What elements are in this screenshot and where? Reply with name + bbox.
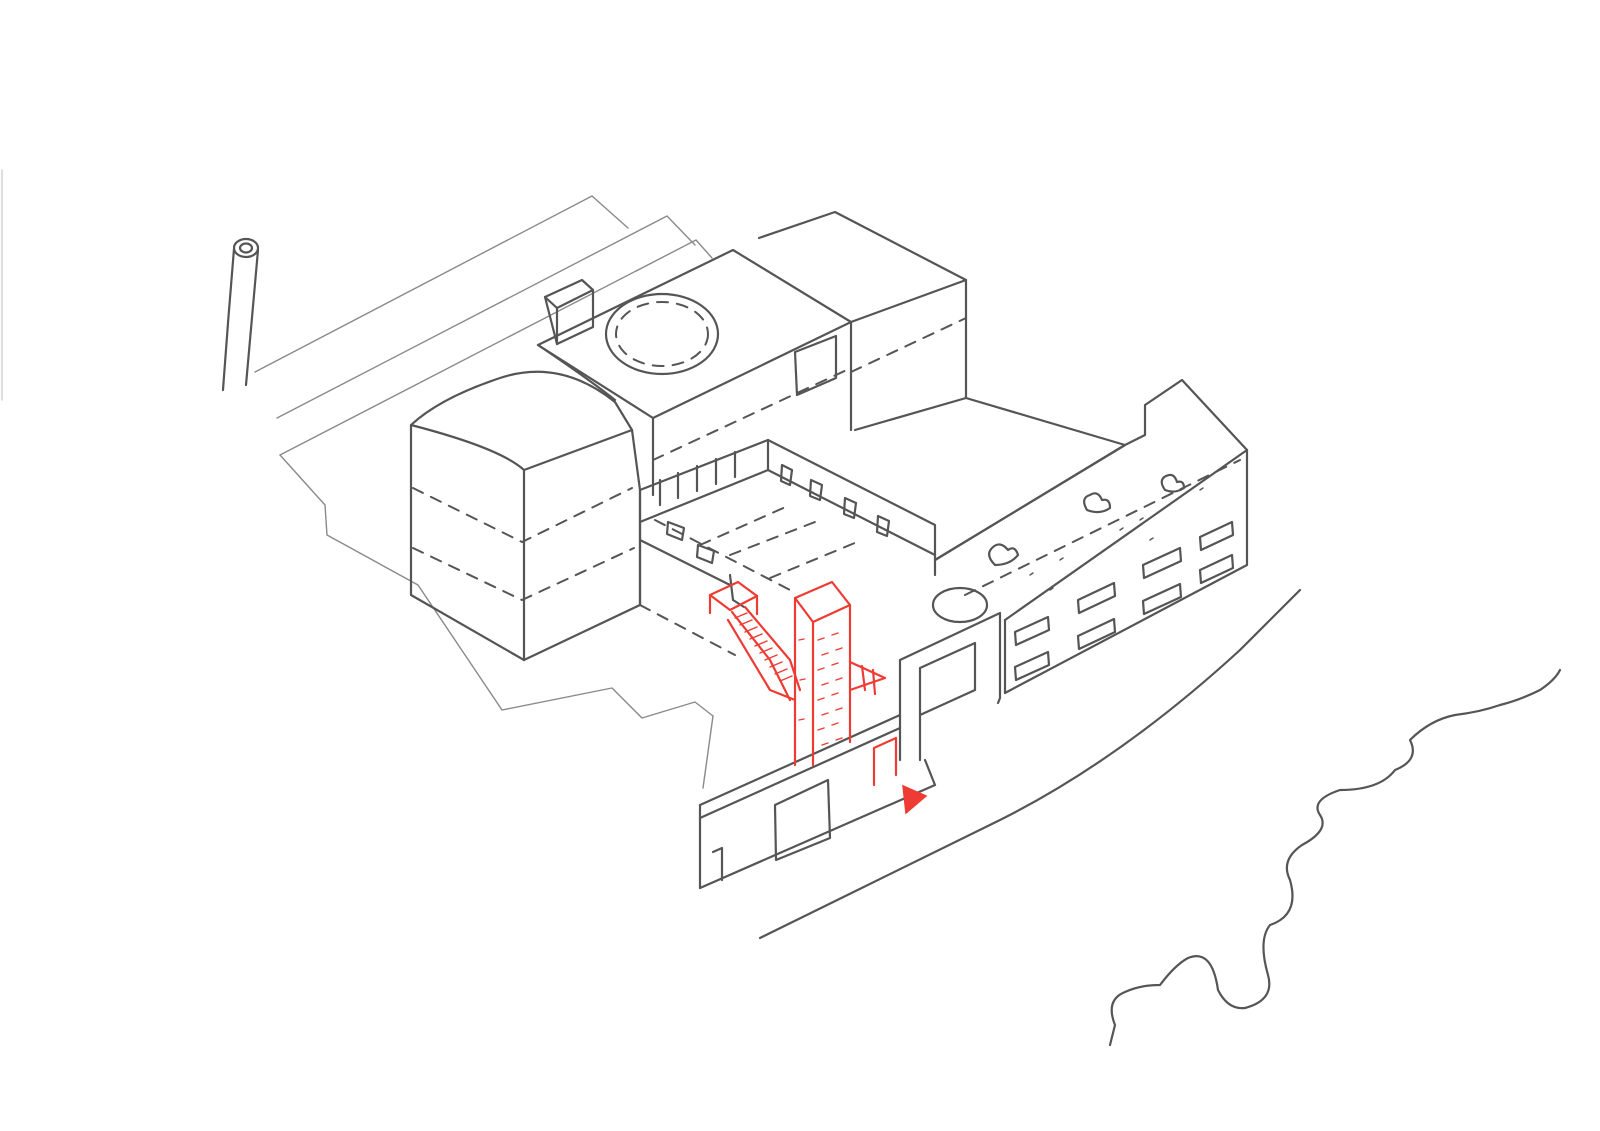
rear-block (757, 210, 968, 400)
courtyard (638, 438, 937, 656)
green-roof-wing (933, 378, 1249, 695)
street-edge (758, 588, 1302, 940)
roof-vent (543, 278, 595, 346)
vaulted-hall (409, 370, 642, 662)
central-block (536, 248, 853, 497)
entrance-marker (902, 784, 928, 815)
river-edge (1108, 668, 1562, 1047)
red-fire-escape (708, 580, 802, 702)
red-entrance-door (872, 736, 898, 787)
red-stair-tower (793, 580, 887, 767)
street-facade (698, 586, 1002, 890)
site-plan (254, 195, 714, 789)
chimney (221, 237, 260, 392)
